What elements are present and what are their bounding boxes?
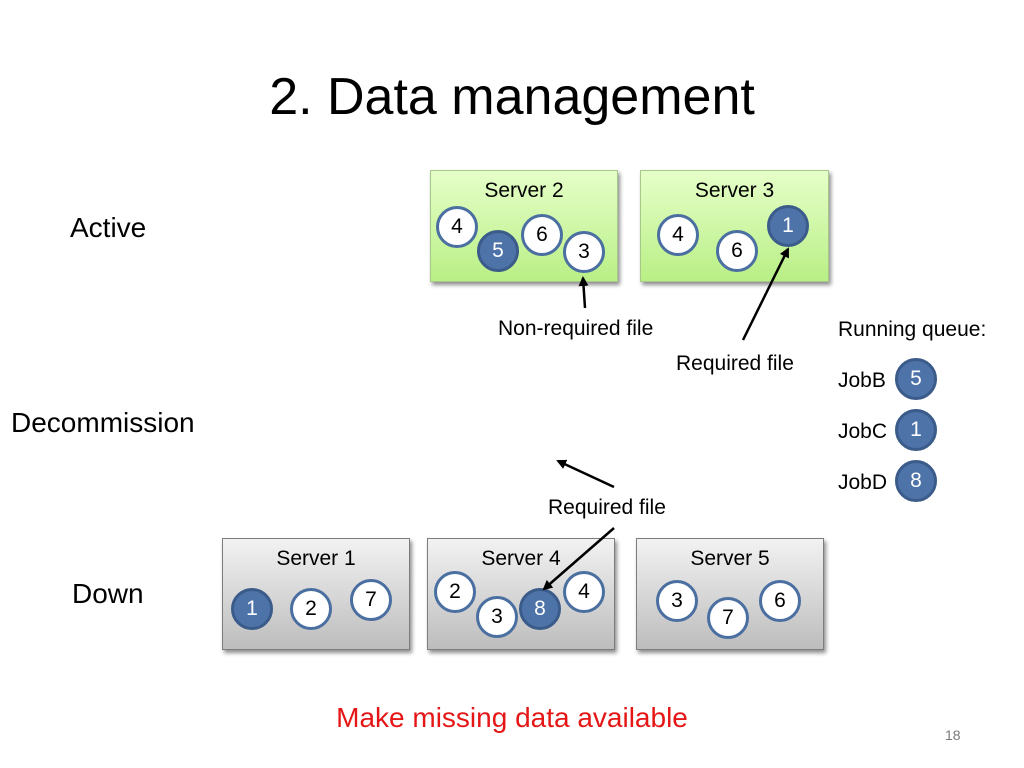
server-1-file-node: 1 — [231, 588, 273, 630]
label-non-required-file: Non-required file — [498, 317, 654, 340]
server-4-file-node: 3 — [476, 596, 518, 638]
server-4-file-node: 8 — [519, 588, 561, 630]
row-label-decommission: Decommission — [11, 407, 195, 438]
page-number: 18 — [945, 727, 961, 743]
server-3-file-node: 1 — [767, 205, 809, 247]
server-2-file-node: 6 — [521, 214, 563, 256]
label-required-file-top: Required file — [676, 352, 794, 375]
server-5-title: Server 5 — [690, 547, 770, 570]
server-2-file-node: 5 — [477, 230, 519, 272]
server-3-title: Server 3 — [694, 179, 775, 202]
slide-title: 2. Data management — [269, 68, 755, 126]
server-2-file-node: 4 — [436, 206, 478, 248]
arrow-required-top — [741, 247, 790, 341]
server-4-title: Server 4 — [481, 547, 561, 570]
server-5-file-node: 7 — [707, 597, 749, 639]
server-3-file-node: 4 — [657, 214, 699, 256]
arrow-required-bottom — [542, 527, 615, 591]
server-5-file-node: 6 — [759, 580, 801, 622]
server-1-file-node: 2 — [290, 588, 332, 630]
server-2-file-node: 3 — [563, 231, 605, 273]
server-5-file-node: 3 — [656, 580, 698, 622]
server-1-file-node: 7 — [350, 579, 392, 621]
row-label-active: Active — [70, 212, 147, 243]
server-4-file-node: 4 — [563, 571, 605, 613]
queue-job-file-node: 1 — [895, 409, 937, 451]
queue-job-name: JobB — [838, 369, 886, 392]
label-required-file-bottom: Required file — [548, 496, 666, 519]
row-label-down: Down — [72, 578, 144, 609]
queue-job-name: JobD — [838, 471, 888, 494]
server-3-file-node: 6 — [716, 230, 758, 272]
footer-caption: Make missing data available — [336, 702, 688, 733]
queue-job-file-node: 8 — [895, 460, 937, 502]
arrow-non-required — [578, 276, 589, 309]
running-queue-title: Running queue: — [838, 318, 987, 341]
queue-job-name: JobC — [838, 420, 888, 443]
queue-job-file-node: 5 — [895, 358, 937, 400]
arrow-decommission — [556, 459, 615, 489]
server-4-file-node: 2 — [434, 571, 476, 613]
server-2-title: Server 2 — [484, 179, 564, 202]
server-1-title: Server 1 — [276, 547, 356, 570]
